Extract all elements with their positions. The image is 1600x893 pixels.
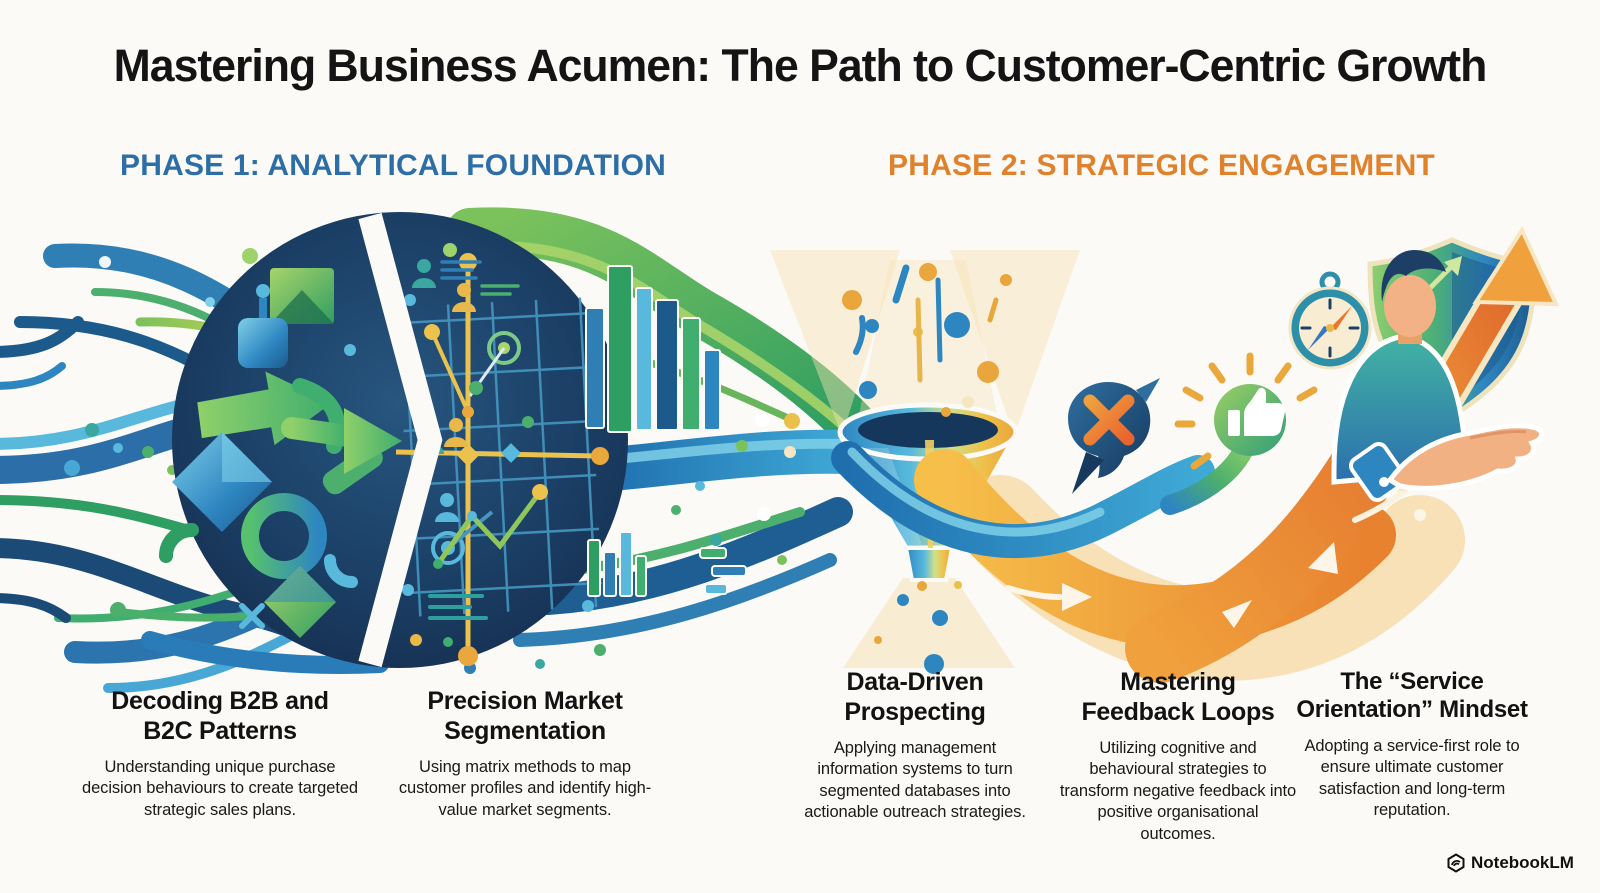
watermark: NotebookLM [1446, 853, 1574, 873]
hair [1381, 250, 1446, 302]
step-description: Adopting a service-first role to ensure … [1304, 736, 1520, 819]
open-hand-icon [1386, 423, 1545, 491]
compass-icon [1288, 271, 1372, 370]
step-title: Precision Market Segmentation [427, 687, 623, 745]
negative-feedback-bubble-icon [1068, 378, 1160, 494]
watermark-label: NotebookLM [1471, 853, 1574, 872]
step-description: Using matrix methods to map customer pro… [398, 758, 652, 819]
step-data-driven-prospecting: Data-Driven Prospecting Applying managem… [800, 668, 1030, 824]
phase-1-label: PHASE 1: ANALYTICAL FOUNDATION [120, 149, 667, 182]
step-service-orientation: The “Service Orientation” Mindset Adopti… [1282, 668, 1542, 821]
cuff [1348, 442, 1408, 502]
notebooklm-logo-icon [1447, 853, 1465, 873]
page-title: Mastering Business Acumen: The Path to C… [113, 40, 1488, 91]
step-decoding-patterns: Decoding B2B and B2C Patterns Understand… [75, 687, 365, 821]
thumbs-up-badge-icon [1174, 352, 1318, 470]
phase-2-label: PHASE 2: STRATEGIC ENGAGEMENT [888, 149, 1435, 182]
step-description: Understanding unique purchase decision b… [82, 758, 358, 819]
segmentation-matrix-icon [395, 253, 609, 666]
step-description: Utilizing cognitive and behavioural stra… [1059, 739, 1297, 843]
analysis-sphere-icon [159, 212, 628, 668]
bar-chart-icon [585, 265, 747, 597]
step-title: Data-Driven Prospecting [844, 668, 986, 726]
step-title: Decoding B2B and B2C Patterns [111, 687, 329, 745]
funnel-glow [770, 250, 1080, 668]
data-particles-icon [842, 263, 1012, 674]
sun-rays-icon [1174, 352, 1318, 470]
x-mark-icon [1083, 394, 1135, 446]
step-description: Applying management information systems … [804, 739, 1026, 822]
step-feedback-loops: Mastering Feedback Loops Utilizing cogni… [1058, 668, 1298, 845]
step-market-segmentation: Precision Market Segmentation Using matr… [390, 687, 660, 821]
thumbs-up-icon [1228, 387, 1286, 436]
step-title: The “Service Orientation” Mindset [1296, 668, 1528, 724]
arrow-right-icon [281, 408, 402, 474]
step-title: Mastering Feedback Loops [1081, 668, 1275, 726]
chevron-split [358, 212, 443, 668]
